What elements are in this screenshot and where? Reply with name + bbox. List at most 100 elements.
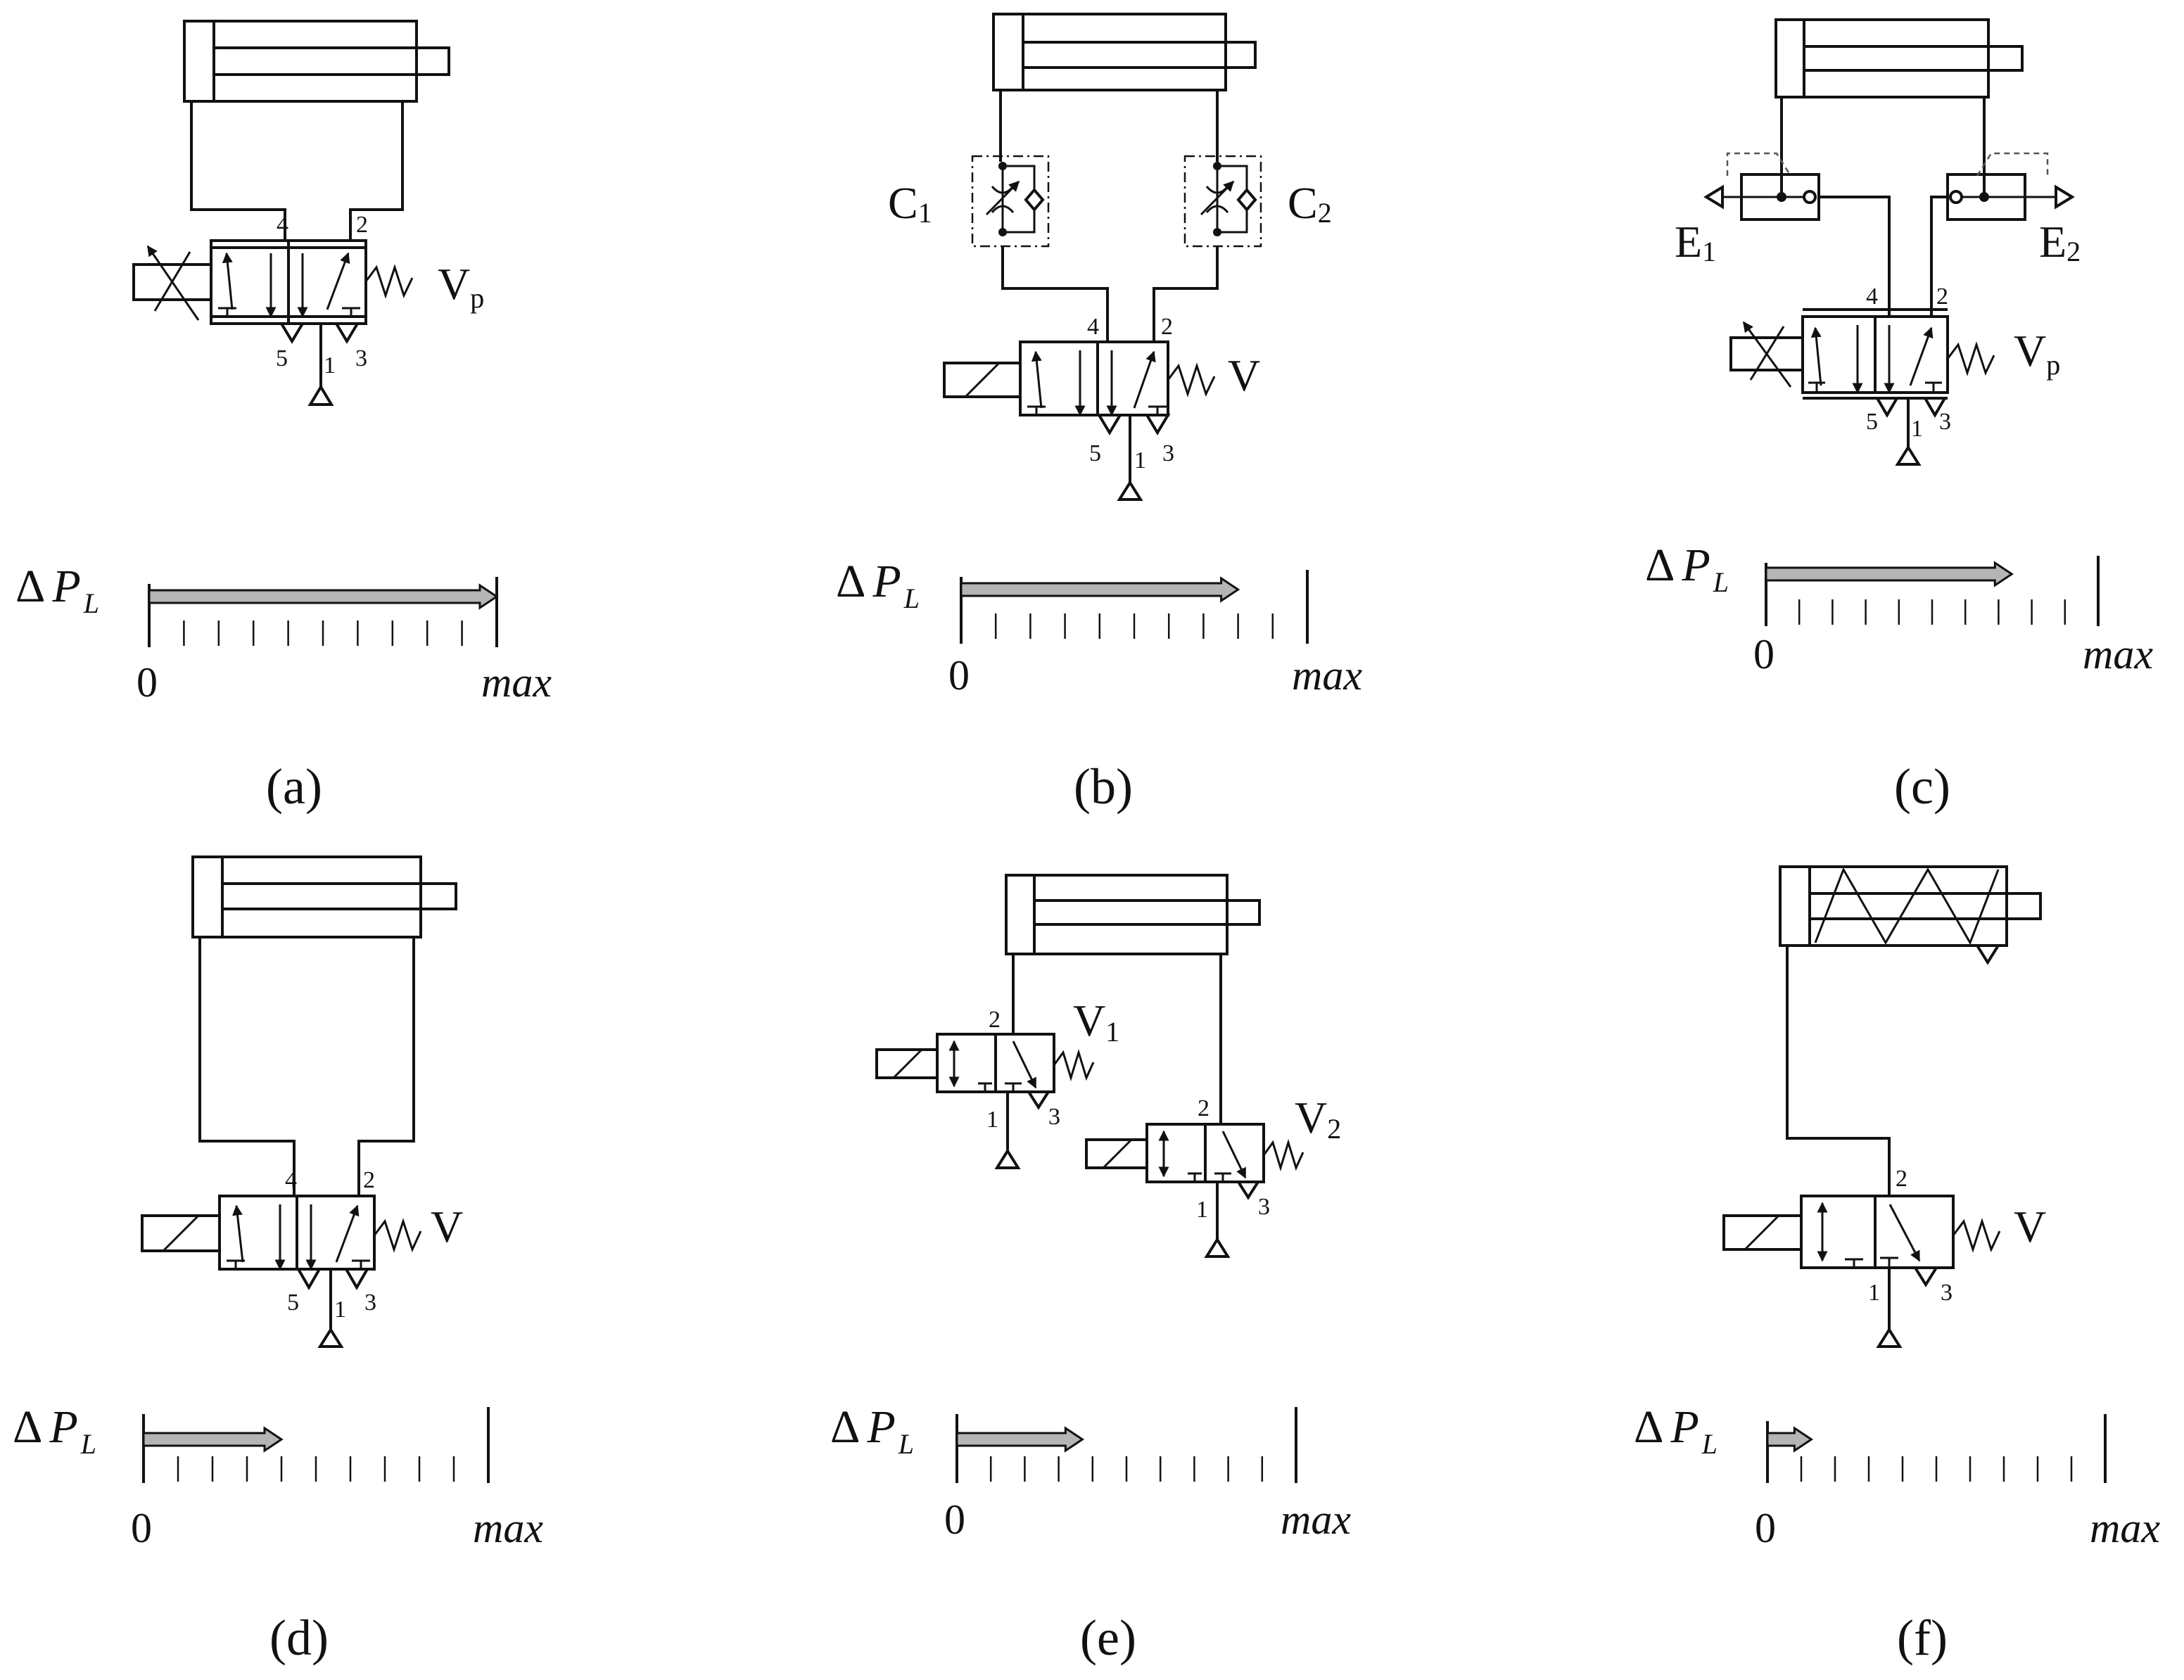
pressure-drop-level-arrow — [1766, 1426, 1814, 1453]
component-label-c2: C2 — [1288, 178, 1332, 229]
valve-label: Vp — [2014, 326, 2060, 381]
port-label: 1 — [324, 352, 336, 378]
scale-zero-label: 0 — [131, 1505, 152, 1551]
panel-c: 4 2 5 1 3 Vp E1 E2 — [1675, 18, 2081, 466]
port-label: 3 — [1939, 409, 1951, 435]
pipe-port-2 — [349, 101, 404, 241]
port-label: 5 — [1866, 409, 1878, 435]
scale-max-label: max — [1281, 1496, 1351, 1543]
port-label: 3 — [1941, 1280, 1953, 1306]
caption-c: (c) — [1894, 758, 1950, 815]
port-label: 2 — [1161, 314, 1173, 340]
port-label: 5 — [287, 1290, 299, 1316]
port-label: 4 — [1087, 314, 1099, 340]
scale-max-label: max — [2090, 1505, 2160, 1551]
port-label: 3 — [1162, 440, 1174, 466]
caption-d: (d) — [269, 1610, 329, 1666]
scale-max-label: max — [1292, 652, 1362, 699]
caption-a: (a) — [266, 758, 322, 815]
valve-label-v1: V1 — [1073, 995, 1119, 1048]
port-label: 1 — [1134, 447, 1146, 473]
scale-zero-label: 0 — [1755, 1505, 1776, 1551]
pressure-drop-level-arrow — [960, 576, 1240, 603]
pipe-port-2 — [357, 937, 415, 1196]
panel-b: 4 2 5 1 3 V C1 C2 — [888, 13, 1332, 501]
double-acting-cylinder — [992, 13, 1257, 91]
double-acting-cylinder — [191, 855, 457, 938]
scale-max-label: max — [2083, 631, 2153, 677]
port-label: 1 — [334, 1297, 346, 1323]
panel-a: 4 2 5 1 3 Vp — [132, 20, 484, 406]
pressure-drop-level-arrow — [142, 1426, 284, 1453]
port-label: 2 — [363, 1167, 375, 1193]
valve-label: Vp — [438, 259, 484, 314]
pipe-port-2 — [1930, 196, 1948, 317]
valve-5-2-proportional — [1729, 308, 1995, 466]
flow-control-c2 — [1183, 155, 1262, 248]
panel-e: 2 1 3 V1 2 1 3 V2 — [875, 874, 1341, 1258]
port-label: 4 — [277, 212, 288, 238]
flow-control-c1 — [971, 155, 1050, 248]
quick-exhaust-e1 — [1703, 152, 1820, 221]
scale-zero-label: 0 — [944, 1496, 965, 1543]
component-label-e1: E1 — [1675, 217, 1716, 267]
port-label: 1 — [1196, 1197, 1208, 1223]
caption-e: (e) — [1080, 1610, 1136, 1666]
double-acting-cylinder — [1775, 18, 2024, 98]
port-label: 2 — [1936, 284, 1948, 310]
pipe-port-2 — [1786, 946, 1891, 1196]
scale-max-label: max — [481, 659, 552, 706]
port-label: 2 — [1198, 1095, 1210, 1121]
single-acting-spring-cylinder — [1779, 865, 2042, 965]
caption-f: (f) — [1897, 1610, 1948, 1666]
pipe-port-2 — [1153, 246, 1219, 342]
panel-f: 2 1 3 V — [1722, 865, 2046, 1348]
pressure-drop-level-arrow — [148, 583, 499, 610]
panel-d: 4 2 5 1 3 V — [141, 855, 463, 1348]
port-label: 3 — [1048, 1104, 1060, 1130]
component-label-e2: E2 — [2039, 217, 2081, 267]
scale-zero-label: 0 — [136, 659, 158, 706]
scale-zero-label: 0 — [1753, 631, 1775, 677]
valve-5-2-proportional — [132, 239, 414, 406]
scale-zero-label: 0 — [948, 652, 970, 699]
component-label-c1: C1 — [888, 178, 932, 229]
port-label: 3 — [1258, 1194, 1270, 1220]
valve-3-2-v2 — [1085, 1123, 1304, 1258]
valve-3-2-v1 — [875, 1033, 1095, 1169]
valve-3-2 — [1722, 1195, 2001, 1348]
port-label: 4 — [1866, 284, 1878, 310]
port-label: 3 — [364, 1290, 376, 1316]
port-label: 1 — [986, 1107, 998, 1133]
valve-label: V — [431, 1202, 463, 1252]
pipe-port-4 — [198, 937, 296, 1196]
pipe-port-4 — [190, 101, 286, 241]
double-acting-cylinder — [183, 20, 450, 103]
double-acting-cylinder — [1005, 874, 1261, 955]
pressure-drop-level-arrow — [956, 1426, 1085, 1453]
valve-5-2 — [141, 1195, 422, 1348]
valve-5-2 — [943, 341, 1216, 501]
port-label: 1 — [1868, 1280, 1880, 1306]
port-label: 4 — [285, 1167, 297, 1193]
port-label: 2 — [1896, 1166, 1907, 1192]
pipe-port-4 — [1819, 196, 1891, 317]
port-label: 5 — [1089, 440, 1101, 466]
caption-b: (b) — [1074, 758, 1133, 815]
valve-label: V — [2014, 1202, 2046, 1252]
valve-label-v2: V2 — [1295, 1093, 1341, 1145]
scale-max-label: max — [473, 1505, 543, 1551]
pressure-drop-level-arrow — [1765, 561, 2014, 587]
